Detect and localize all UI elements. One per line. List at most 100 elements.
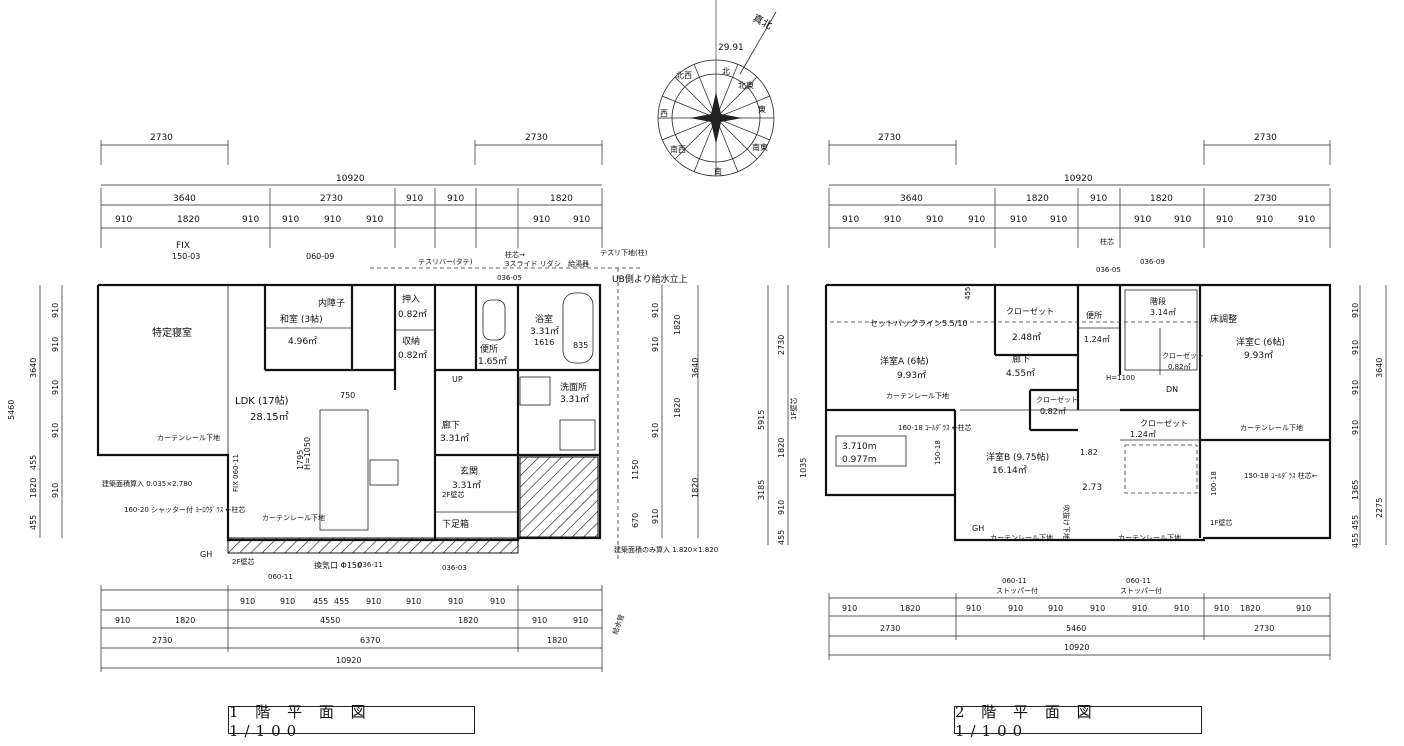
f2-balcony-area2: 0.977m — [842, 455, 877, 465]
f2-closet1: クローゼット — [1006, 306, 1054, 316]
f1-window-060: 060-09 — [306, 252, 334, 261]
f2-note-code4: 060-11 — [1126, 577, 1151, 585]
floor1-dims-right: 1820 910 910 1820 910 1820 910 3640 1150… — [631, 285, 700, 538]
f1-dim-b1-5: 910 — [406, 597, 421, 606]
f2-room-a-area: 9.93㎡ — [897, 370, 926, 381]
f1-room-washitsu-area: 4.96㎡ — [288, 336, 317, 347]
f2-dim-b1-0: 910 — [842, 604, 857, 613]
f1-dim-b-total: 10920 — [336, 656, 361, 665]
f1-note-ub: UB側より給水立上 — [612, 273, 688, 285]
compass-dir-se: 南東 — [752, 142, 768, 152]
f1-room-senmen: 洗面所 — [560, 381, 587, 393]
f1-note-hashira: 柱芯→ — [505, 250, 525, 259]
f2-dim-b2-0: 2730 — [880, 624, 900, 633]
f1-note-sabo: 3スライド リダシ — [505, 259, 561, 268]
f1-room-roka-area: 3.31㎡ — [440, 433, 469, 444]
f2-dim-r1-4: 2730 — [1254, 194, 1277, 204]
f2-room-c: 洋室C (6帖) — [1236, 336, 1285, 348]
f1-dim-left-1: 910 — [51, 337, 60, 352]
f2-closet2-area: 0.82㎡ — [1040, 407, 1066, 416]
f1-dim-top-group-right: 2730 — [525, 133, 548, 143]
f2-note-code1: 036-05 — [1096, 266, 1121, 274]
f2-note-hashira: 柱芯 — [1100, 237, 1114, 246]
f2-dim-r1-0: 3640 — [900, 194, 923, 204]
f2-dim-r1-3: 1820 — [1150, 194, 1173, 204]
f1-dim-r2-7: 910 — [573, 215, 590, 225]
f1-dim-b2-1: 1820 — [175, 616, 195, 625]
f1-dim-right-outer-1: 1150 — [631, 460, 640, 480]
f1-room-senmen-area: 3.31㎡ — [560, 394, 589, 405]
compass-angle: 29.91 — [718, 43, 744, 53]
f2-dim-left-0: 2730 — [777, 335, 786, 355]
f2-fukinuke-area-label: 2.73 — [1082, 483, 1102, 493]
f2-note-455: 455 — [964, 287, 972, 300]
f2-roka-area: 4.55㎡ — [1006, 368, 1035, 379]
f1-dim-b1-0: 910 — [240, 597, 255, 606]
f1-room-oshiire-area: 0.82㎡ — [398, 309, 427, 320]
f2-dim-r2-8: 910 — [1216, 215, 1233, 225]
f2-dim-left-2: 1035 — [799, 458, 808, 478]
f2-note-w2: 150-18 ｺｰﾙﾀﾞﾗｽ 柱芯← — [1244, 471, 1318, 480]
f2-note-setback: セットバックライン5.5/10 — [870, 319, 968, 328]
f1-room-special: 特定寝室 — [152, 326, 192, 339]
f1-kitchen-counter — [319, 409, 369, 531]
f2-dim-b1-1: 1820 — [900, 604, 920, 613]
f1-dim-right-3: 1820 — [673, 398, 682, 418]
f1-note-835: 835 — [573, 341, 588, 350]
f1-stove — [369, 459, 399, 486]
f2-dim-right-3: 910 — [1351, 420, 1360, 435]
compass-dir-nw: 北西 — [676, 71, 692, 80]
f1-note-750: 750 — [340, 391, 355, 400]
f1-dim-left-8: 455 — [29, 515, 38, 530]
f1-note-ub-area: 建築面積算入 0.035×2.780 — [102, 479, 192, 488]
f1-dim-r1-0: 3640 — [173, 194, 196, 204]
f2-note-w160: 160-18 ｺｰﾙﾀﾞﾗｽ ←柱芯 — [898, 423, 972, 432]
f1-dim-left-7: 910 — [51, 483, 60, 498]
f2-dim-right-0: 910 — [1351, 303, 1360, 318]
f1-note-gh: GH — [200, 550, 212, 559]
f2-dim-b2-1: 5460 — [1066, 624, 1086, 633]
f2-dim-total: 10920 — [1064, 174, 1093, 184]
f2-note-curtain2: カーテンレール下地 — [990, 533, 1053, 542]
f2-note-w3: 100-18 — [1210, 471, 1218, 496]
compass-dir-n: 北 — [722, 67, 730, 76]
f2-note-ikkai2: 1F壁芯 — [1210, 518, 1232, 527]
f1-dim-right-5: 1820 — [691, 478, 700, 498]
f2-closet4: クローゼット — [1162, 351, 1204, 360]
f1-dim-b1-2: 455 — [313, 597, 328, 606]
f1-dim-right-6: 910 — [651, 509, 660, 524]
f1-room-getabako: 下足箱 — [442, 518, 469, 530]
f1-dim-r1-3: 910 — [447, 194, 464, 204]
f1-toilet — [482, 299, 506, 341]
compass-dir-w: 西 — [660, 109, 668, 118]
f2-benjo-area: 1.24㎡ — [1084, 335, 1110, 344]
f1-note-code060: 060-11 — [268, 573, 293, 581]
floor2-plan: 2730 2730 10920 3640 1820 910 1820 2730 … — [757, 133, 1387, 660]
f2-note-182: 1.82 — [1080, 448, 1098, 457]
f2-note-ikkai: 1F壁芯 — [789, 398, 798, 420]
floor2-walls — [824, 283, 1332, 542]
f1-dim-b1-7: 910 — [490, 597, 505, 606]
f1-room-shuno-area: 0.82㎡ — [398, 350, 427, 361]
compass-dir-e: 東 — [758, 104, 766, 114]
f1-note-nijikabe2: 2F壁芯 — [442, 490, 464, 499]
f2-dim-r2-1: 910 — [884, 215, 901, 225]
f1-dim-b1-3: 455 — [334, 597, 349, 606]
f1-note-tesuri2: テスリ下地(柱) — [600, 248, 648, 257]
f2-closet4-area: 0.82㎡ — [1168, 363, 1191, 371]
f1-sink — [559, 419, 596, 451]
f1-dim-r1-1: 2730 — [320, 194, 343, 204]
f1-note-curtain: カーテンレール下地 — [157, 433, 220, 442]
f1-dim-left-outer-1: 5460 — [7, 400, 16, 420]
f1-dim-r2-6: 910 — [533, 215, 550, 225]
f1-note-code1: 036-11 — [358, 561, 383, 569]
f1-dim-right-1: 910 — [651, 303, 660, 318]
f2-dim-right-5: 1365 — [1351, 480, 1360, 500]
f2-dim-left-outer-1: 3185 — [757, 480, 766, 500]
f1-dim-b1-4: 910 — [366, 597, 381, 606]
f1-note-code2: 036-03 — [442, 564, 467, 572]
f2-roka: 廊下 — [1012, 353, 1030, 365]
f1-uchi-shoji: 内障子 — [318, 297, 345, 309]
f1-note-up: UP — [452, 375, 463, 384]
f1-dim-b2-2: 4550 — [320, 616, 340, 625]
